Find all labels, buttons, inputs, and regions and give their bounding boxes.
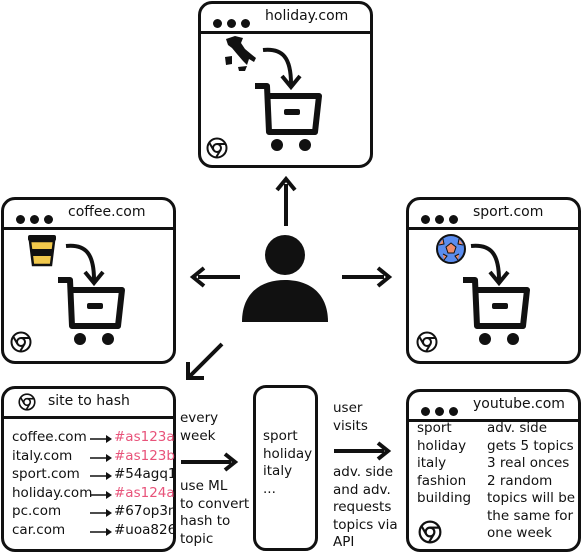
arrow-right-to-sport: [342, 266, 393, 288]
youtube-topic: italy: [417, 455, 447, 471]
arrow-right-to-topics: [181, 452, 239, 472]
coffee-browser-window: coffee.com: [1, 197, 176, 364]
window-dots: [213, 13, 255, 32]
youtube-topic-list: sport holiday italy fashion building: [417, 420, 471, 508]
hash-row-arrow: [90, 453, 112, 462]
topic-item: ...: [263, 480, 276, 497]
youtube-topic: building: [417, 490, 472, 506]
window-dots: [16, 209, 58, 228]
window-title-bar: site to hash: [4, 389, 173, 419]
hash-row-arrow: [90, 435, 112, 443]
chrome-icon: [206, 137, 228, 159]
window-dots: [421, 209, 463, 228]
shopping-cart-icon: [255, 83, 322, 151]
sport-browser-window: sport.com: [406, 197, 581, 364]
hash-row-hash: #as123a: [114, 429, 175, 445]
arrow-into-cart: [470, 243, 510, 287]
arrow-into-cart: [262, 47, 302, 91]
hash-row-site: pc.com: [12, 503, 62, 520]
hash-row-site: car.com: [12, 522, 66, 538]
topic-item: italy: [263, 463, 293, 479]
window-title: site to hash: [48, 393, 130, 409]
italy-map-icon: [225, 36, 256, 71]
site-to-hash-window: site to hash coffee.com #as123a italy.com #…: [1, 386, 177, 552]
holiday-browser-window: holiday.com: [198, 1, 373, 168]
topic-item: holiday: [263, 445, 313, 462]
arrow-up-to-holiday: [275, 175, 297, 226]
topic-list-box: sport holiday italy ...: [253, 385, 318, 551]
window-title: holiday.com: [265, 8, 349, 24]
youtube-topic: holiday: [417, 437, 467, 454]
youtube-browser-window: youtube.com sport holiday italy fashion …: [406, 389, 581, 552]
window-title-bar: holiday.com: [201, 4, 370, 34]
coffee-cup-icon: [28, 235, 56, 267]
topic-item: sport: [263, 428, 298, 444]
youtube-explanation: adv. side gets 5 topics 3 real onces 2 r…: [487, 420, 576, 541]
chrome-icon: [18, 393, 36, 411]
window-dots: [421, 401, 463, 420]
window-title-bar: sport.com: [409, 200, 578, 230]
hash-row-hash: #54agq1: [114, 466, 177, 483]
arrow-left-to-coffee: [189, 266, 240, 288]
shopping-cart-icon: [58, 277, 125, 345]
window-title: coffee.com: [68, 204, 146, 220]
arrow-right-to-youtube: [334, 441, 392, 461]
chrome-icon: [10, 331, 32, 353]
hash-row-arrow: [90, 490, 112, 499]
shopping-cart-icon: [463, 277, 530, 345]
hash-row-hash: #67op3n: [114, 503, 177, 520]
arrow-down-left-to-hash: [186, 342, 224, 380]
hash-row-hash: #as124a: [114, 484, 175, 501]
window-title-bar: coffee.com: [4, 200, 173, 230]
hash-row-site: coffee.com: [12, 429, 87, 445]
hash-row-site: italy.com: [12, 447, 73, 464]
window-title-bar: youtube.com: [409, 392, 578, 422]
hash-row-hash: #uoa826: [114, 522, 177, 538]
chrome-icon: [416, 331, 438, 353]
window-title: youtube.com: [473, 396, 565, 412]
hash-row-hash: #as123b: [114, 447, 175, 464]
user-icon: [242, 235, 328, 322]
youtube-topic: fashion: [417, 472, 467, 489]
youtube-topic: sport: [417, 420, 452, 436]
hash-row-arrow: [90, 528, 112, 536]
window-title: sport.com: [473, 204, 544, 220]
hash-row-site: sport.com: [12, 466, 80, 483]
hash-row-arrow: [90, 509, 112, 518]
ball-icon: [436, 234, 466, 264]
arrow-into-cart: [65, 243, 105, 287]
hash-row-arrow: [90, 472, 112, 481]
chrome-icon: [418, 520, 442, 544]
hash-row-site: holiday.com: [12, 484, 93, 501]
